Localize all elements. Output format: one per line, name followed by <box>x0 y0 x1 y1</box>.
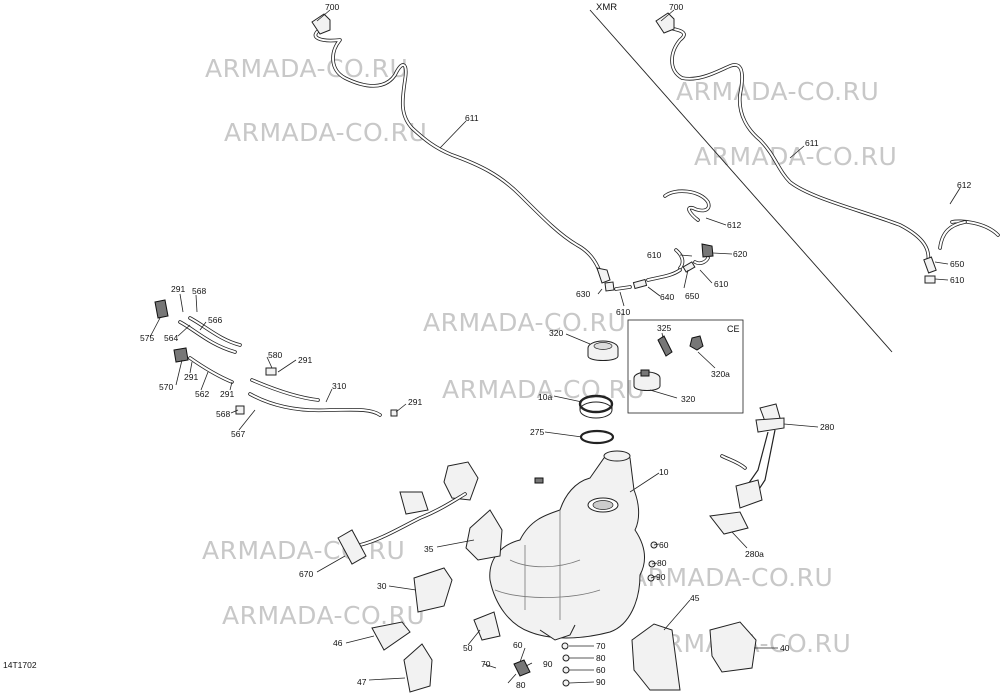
shield-47 <box>403 643 433 693</box>
gasket-275 <box>579 429 615 445</box>
xmr-divider-line <box>589 9 893 353</box>
ce-parts <box>633 335 704 391</box>
callout-630: 630 <box>576 289 590 299</box>
callout-90: 90 <box>543 659 553 669</box>
callout-610: 610 <box>647 250 661 260</box>
watermark: ARMADA-CO.RU <box>630 563 833 592</box>
callout-320a: 320a <box>711 369 730 379</box>
callout-320: 320 <box>681 394 695 404</box>
callout-bolt: 60 <box>659 540 669 550</box>
callout-620: 620 <box>733 249 747 259</box>
clip-700 <box>655 12 675 34</box>
callout-575: 575 <box>140 333 154 343</box>
callout-320: 320 <box>549 328 563 338</box>
ce-box <box>627 319 744 414</box>
callout-40: 40 <box>780 643 790 653</box>
callout-50: 50 <box>463 643 473 653</box>
watermark: ARMADA-CO.RU <box>694 142 897 171</box>
callout-291: 291 <box>408 397 422 407</box>
callout-280: 280 <box>820 422 834 432</box>
shield-40 <box>709 621 757 673</box>
callout-10: 10 <box>659 467 669 477</box>
callout-45: 45 <box>690 593 700 603</box>
shield-45 <box>631 623 681 691</box>
callout-610: 610 <box>950 275 964 285</box>
callout-650: 650 <box>685 291 699 301</box>
callout-612: 612 <box>957 180 971 190</box>
callout-washer: 90 <box>656 572 666 582</box>
callout-564: 564 <box>164 333 178 343</box>
callout-291: 291 <box>171 284 185 294</box>
shield-30 <box>413 567 453 613</box>
callout-291: 291 <box>220 389 234 399</box>
callout-700: 700 <box>669 2 683 12</box>
callout-80: 80 <box>596 653 606 663</box>
shield-46 <box>371 621 411 651</box>
section-label-xmr: XMR <box>596 2 617 13</box>
callout-291: 291 <box>298 355 312 365</box>
fuel-tank-10 <box>489 450 646 641</box>
grommet-60 <box>513 659 531 677</box>
callout-640: 640 <box>660 292 674 302</box>
callout-670: 670 <box>299 569 313 579</box>
callout-610: 610 <box>616 307 630 317</box>
figure-id: 14T1702 <box>3 660 37 670</box>
callout-10a: 10a <box>538 392 552 402</box>
callout-568: 568 <box>216 409 230 419</box>
vent-hose-611-right <box>655 12 931 264</box>
clip-700 <box>311 13 331 35</box>
callout-60: 60 <box>596 665 606 675</box>
leader-lines <box>149 9 961 684</box>
callout-washer: 80 <box>657 558 667 568</box>
section-label-ce: CE <box>727 324 740 334</box>
callout-90: 90 <box>596 677 606 687</box>
callout-568: 568 <box>192 286 206 296</box>
watermark: ARMADA-CO.RU <box>423 308 626 337</box>
callout-610: 610 <box>714 279 728 289</box>
callout-280a: 280a <box>745 549 764 559</box>
callout-60: 60 <box>513 640 523 650</box>
hose-612-mid <box>663 189 711 222</box>
bracket-670 <box>337 461 479 565</box>
callout-30: 30 <box>377 581 387 591</box>
watermark: ARMADA-CO.RU <box>224 118 427 147</box>
callout-310: 310 <box>332 381 346 391</box>
fuel-pump-280 <box>709 403 785 535</box>
callout-700: 700 <box>325 2 339 12</box>
left-hose-assembly <box>154 299 398 417</box>
callout-labels: 700 700 611 611 612 612 610 610 610 610 … <box>140 2 971 690</box>
watermark: ARMADA-CO.RU <box>205 54 408 83</box>
watermark: ARMADA-CO.RU <box>442 375 645 404</box>
callout-70: 70 <box>481 659 491 669</box>
callout-291: 291 <box>184 372 198 382</box>
callout-35: 35 <box>424 544 434 554</box>
callout-650: 650 <box>950 259 964 269</box>
callout-47: 47 <box>357 677 367 687</box>
callout-567: 567 <box>231 429 245 439</box>
callout-275: 275 <box>530 427 544 437</box>
callout-611: 611 <box>805 138 819 148</box>
callout-46: 46 <box>333 638 343 648</box>
hose-612-right <box>923 219 1000 284</box>
callout-80: 80 <box>516 680 526 690</box>
callout-325: 325 <box>657 323 671 333</box>
callout-570: 570 <box>159 382 173 392</box>
shield-50 <box>473 611 501 641</box>
callout-70: 70 <box>596 641 606 651</box>
callout-612: 612 <box>727 220 741 230</box>
callout-580: 580 <box>268 350 282 360</box>
watermark: ARMADA-CO.RU <box>676 77 879 106</box>
shield-35 <box>465 509 503 561</box>
vent-hose-611-left <box>311 13 611 284</box>
lock-ring-10a <box>578 394 614 419</box>
fittings-cluster <box>604 243 714 292</box>
callout-611: 611 <box>465 113 479 123</box>
fuel-cap-320 <box>587 340 619 361</box>
callout-566: 566 <box>208 315 222 325</box>
callout-562: 562 <box>195 389 209 399</box>
